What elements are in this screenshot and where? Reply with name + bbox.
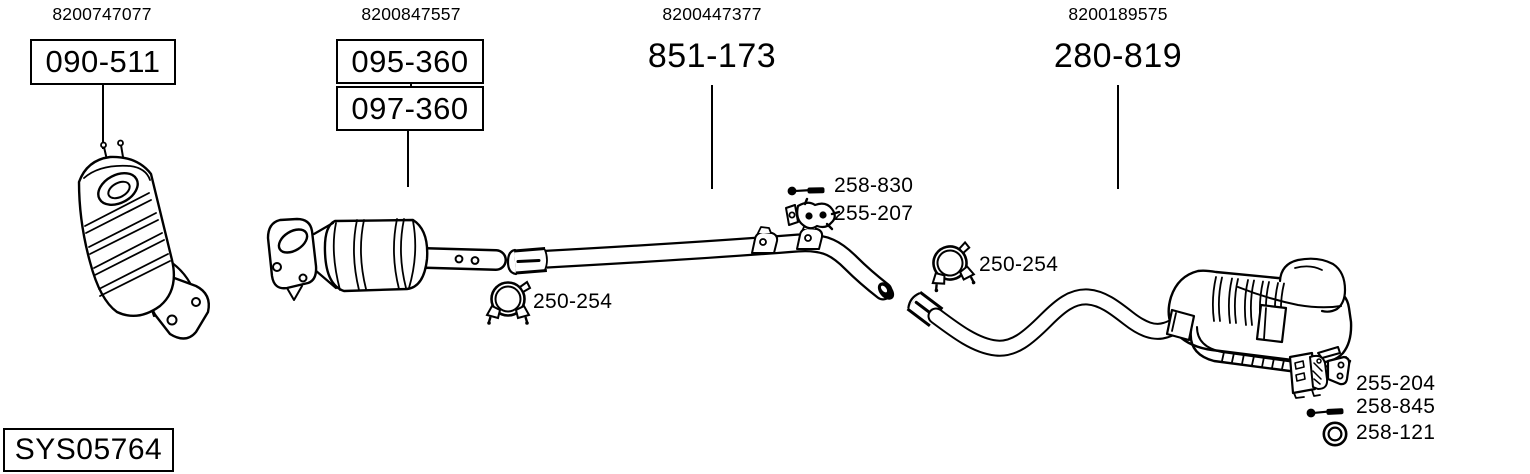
bolt-icon [786, 184, 826, 197]
part-code-box[interactable]: 097-360 [336, 86, 484, 131]
clamp-icon [485, 280, 532, 327]
part-code-box[interactable]: 095-360 [336, 39, 484, 84]
part-code-box[interactable]: 090-511 [30, 39, 176, 85]
fastener-code-label[interactable]: 258-121 [1356, 421, 1436, 444]
oe-number: 8200189575 [1068, 4, 1168, 24]
hanger-bracket-icon [1288, 346, 1351, 399]
center-catalytic-converter-drawing [266, 217, 507, 301]
front-catalytic-converter-drawing [77, 139, 210, 340]
clamp-icon [924, 240, 979, 294]
connecting-pipe-drawing [506, 222, 895, 301]
rubber-mount-icon [785, 197, 841, 231]
bolt-icon [1305, 405, 1345, 419]
part-code-label[interactable]: 851-173 [647, 37, 777, 75]
part-code-label[interactable]: 280-819 [1053, 37, 1183, 75]
fastener-code-label[interactable]: 258-845 [1356, 395, 1436, 418]
fastener-code-label[interactable]: 255-207 [834, 202, 914, 225]
rear-silencer-drawing [906, 257, 1353, 377]
oe-number: 8200847557 [361, 4, 461, 24]
oe-number: 8200747077 [52, 4, 152, 24]
leader-lines [102, 80, 1119, 189]
oe-number: 8200447377 [662, 4, 762, 24]
gasket-ring-icon [1322, 421, 1348, 447]
fastener-code-label[interactable]: 250-254 [533, 290, 613, 313]
fastener-code-label[interactable]: 258-830 [834, 174, 914, 197]
system-code-box: SYS05764 [3, 428, 174, 472]
fastener-code-label[interactable]: 250-254 [979, 253, 1059, 276]
fastener-code-label[interactable]: 255-204 [1356, 372, 1436, 395]
